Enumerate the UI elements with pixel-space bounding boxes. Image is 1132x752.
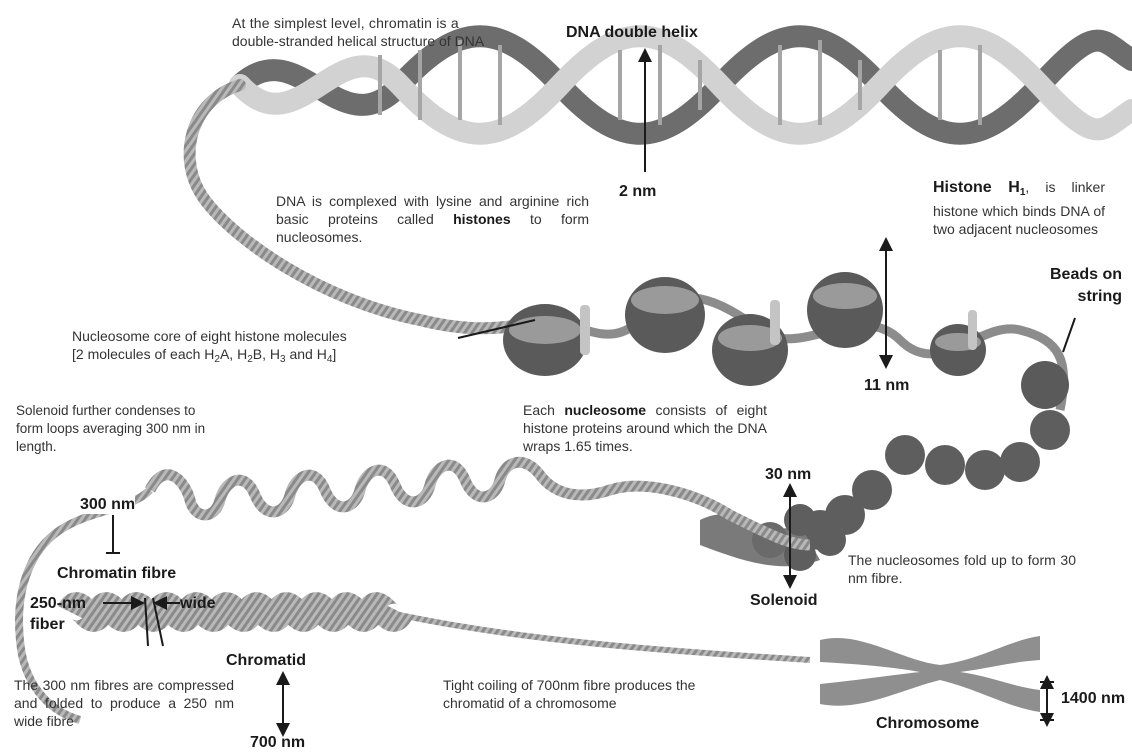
beads-on-string-label: Beads on string (1044, 264, 1122, 308)
chromatin-fibre-label: Chromatin fibre (57, 565, 176, 583)
label-250nm: 250-nm (30, 595, 86, 613)
label-fiber: fiber (30, 616, 65, 634)
intro-text: At the simplest level, chromatin is a do… (232, 14, 562, 50)
pointer-beads (1063, 318, 1075, 352)
nucleosome (503, 304, 587, 376)
nucleosome (930, 324, 986, 376)
label-wide: wide (180, 595, 216, 613)
compressed-text: The 300 nm fibres are compressed and fol… (14, 676, 234, 730)
label-1400nm: 1400 nm (1061, 690, 1125, 708)
label-11nm: 11 nm (864, 377, 909, 395)
label-2nm: 2 nm (619, 183, 656, 201)
nucleosome-core-description: Nucleosome core of eight histone molecul… (72, 327, 472, 369)
chromosome (820, 636, 1040, 712)
solenoid-label: Solenoid (750, 592, 818, 610)
solenoid-condense-text: Solenoid further condenses to form loops… (16, 402, 216, 456)
nucleosome (625, 277, 705, 353)
histone-h1-description: Histone H1, is linker histone which bind… (933, 178, 1105, 238)
dna-double-helix (240, 36, 1132, 134)
label-700nm: 700 nm (250, 734, 305, 752)
label-30nm: 30 nm (765, 466, 811, 484)
label-300nm: 300 nm (80, 496, 135, 514)
nucleosome (807, 272, 883, 348)
chromosome-label: Chromosome (876, 715, 979, 733)
beads-on-string (503, 272, 1069, 410)
histone-description: DNA is complexed with lysine and arginin… (276, 192, 589, 246)
nucleosome-description: Each nucleosome consists of eight histon… (523, 401, 767, 455)
chromatid-label: Chromatid (214, 652, 318, 670)
tight-coiling-text: Tight coiling of 700nm fibre produces th… (443, 676, 733, 712)
chromatid-fiber (70, 606, 810, 660)
dna-double-helix-label: DNA double helix (566, 24, 698, 42)
nucleosome (1021, 361, 1069, 409)
nucleosomes-fold-text: The nucleosomes fold up to form 30 nm fi… (848, 551, 1076, 587)
